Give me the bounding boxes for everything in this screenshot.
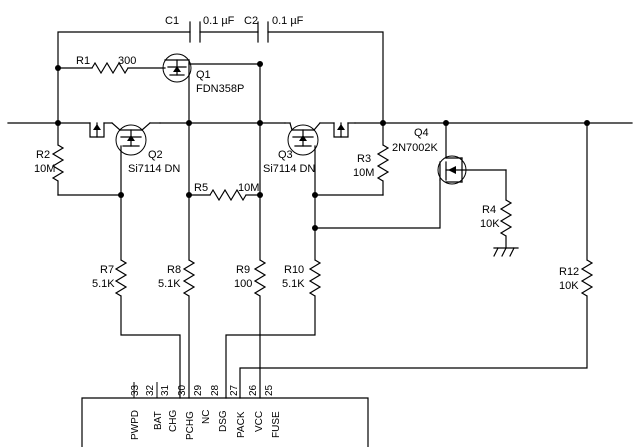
q2-part: Si7114 DN (128, 163, 180, 175)
q1-ref: Q1 (196, 69, 211, 81)
r1-ref: R1 (76, 55, 90, 67)
pin-num-32: 32 (145, 384, 156, 396)
r8-ref: R8 (167, 264, 181, 276)
r2-value: 10M (34, 163, 55, 175)
pin-num-30: 30 (177, 384, 188, 396)
pin-num-28: 28 (210, 384, 221, 396)
pin-name-pwpd: PWPD (130, 410, 141, 440)
q3-part: Si7114 DN (263, 163, 315, 175)
r7-value: 5.1K (92, 278, 115, 290)
r1-value: 300 (118, 55, 136, 67)
c1-value: 0.1 µF (203, 15, 235, 27)
q4-ref: Q4 (414, 127, 429, 139)
capacitor-wire (57, 31, 384, 124)
ic-pin-numbers: 33 32 31 30 29 28 27 26 25 (130, 384, 275, 396)
pin-name-vcc: VCC (254, 411, 265, 432)
r4-value: 10K (480, 218, 500, 230)
r2-ref: R2 (36, 149, 50, 161)
q4-part: 2N7002K (392, 142, 439, 154)
resistor-r10: R10 5.1K (225, 227, 322, 399)
resistor-r4: R4 10K (480, 169, 513, 249)
r3-ref: R3 (357, 153, 371, 165)
resistor-r3: R3 10M (314, 122, 390, 196)
c2-ref: C2 (244, 15, 258, 27)
pin-name-chg: CHG (168, 410, 179, 432)
ic-package (81, 397, 369, 447)
resistor-r1: R1 300 (57, 55, 166, 75)
resistor-r9: R9 100 (234, 63, 267, 399)
r12-ref: R12 (559, 266, 579, 278)
pin-num-25: 25 (264, 384, 275, 396)
mosfet-q3: Q3 Si7114 DN (263, 122, 356, 229)
capacitor-c1: C1 0.1 µF (165, 15, 235, 43)
q3-ref: Q3 (278, 149, 293, 161)
mosfet-q1: Q1 FDN358P (162, 53, 261, 124)
r8-value: 5.1K (158, 278, 181, 290)
q1-part: FDN358P (196, 83, 244, 95)
pin-num-26: 26 (248, 384, 259, 396)
pin-num-27: 27 (229, 384, 240, 396)
r12-value: 10K (559, 280, 579, 292)
resistor-r8: R8 5.1K (158, 122, 196, 399)
c2-value: 0.1 µF (272, 15, 304, 27)
mosfet-q4: Q4 2N7002K (314, 122, 507, 229)
pin-name-pchg: PCHG (185, 411, 196, 440)
pin-num-33: 33 (130, 384, 141, 396)
ic-pin-names: PWPD BAT CHG PCHG NC DSG PACK VCC FUSE (130, 410, 282, 440)
ground-symbol (493, 247, 519, 257)
resistor-r12: R12 10K (239, 122, 594, 399)
r9-value: 100 (234, 278, 252, 290)
c1-ref: C1 (165, 15, 179, 27)
ic-pin-lines (133, 382, 158, 398)
r3-value: 10M (353, 167, 374, 179)
junction-dots (55, 61, 590, 231)
r5-ref: R5 (194, 182, 208, 194)
r7-ref: R7 (100, 264, 114, 276)
pin-name-dsg: DSG (218, 410, 229, 432)
q2-ref: Q2 (148, 149, 163, 161)
pin-name-bat: BAT (153, 411, 164, 430)
pin-num-31: 31 (160, 384, 171, 396)
pin-name-pack: PACK (236, 411, 247, 438)
resistor-r7: R7 5.1K (92, 194, 181, 399)
r5-value: 10M (238, 182, 259, 194)
mosfet-q2: Q2 Si7114 DN (89, 122, 180, 196)
capacitor-c2: C2 0.1 µF (244, 15, 304, 43)
resistor-r5: R5 10M (188, 182, 261, 202)
pin-name-fuse: FUSE (271, 411, 282, 438)
r9-ref: R9 (236, 264, 250, 276)
resistor-r2: R2 10M (34, 122, 65, 196)
pin-num-29: 29 (193, 384, 204, 396)
r4-ref: R4 (482, 204, 496, 216)
r10-ref: R10 (284, 264, 304, 276)
r10-value: 5.1K (282, 278, 305, 290)
pin-name-nc: NC (201, 410, 212, 424)
